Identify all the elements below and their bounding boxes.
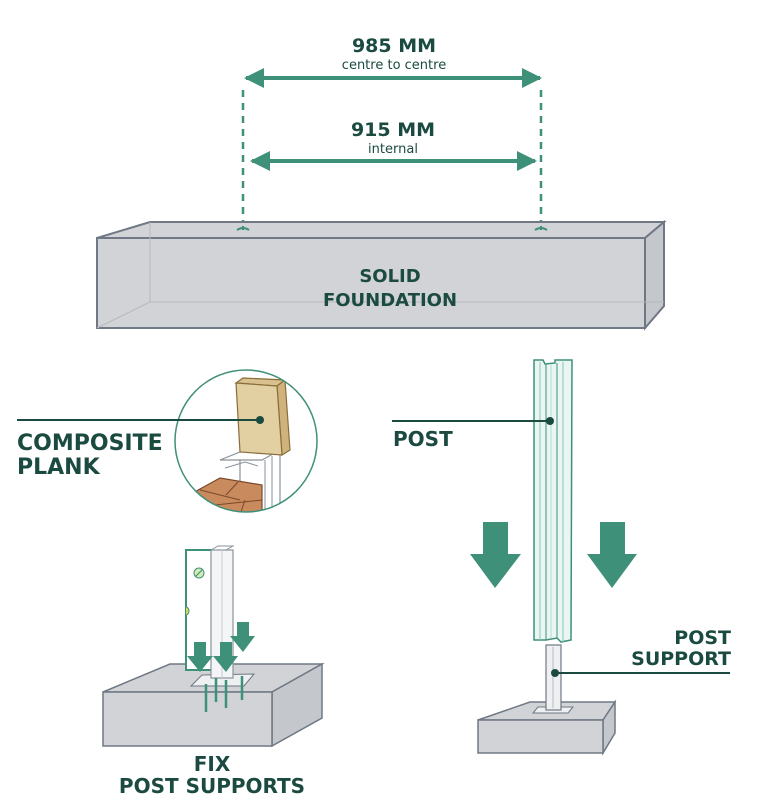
inner-dimension-caption: internal: [368, 142, 418, 157]
post: [533, 359, 573, 643]
post-support-assembly: [477, 644, 617, 756]
down-arrow-icon: [587, 522, 637, 588]
down-arrow-icon: [187, 642, 213, 672]
fix-post-supports-label-line1: FIX: [194, 752, 231, 776]
composite-plank-label-line1: COMPOSITE: [17, 431, 163, 456]
composite-plank-pointer-dot: [256, 416, 264, 424]
solid-foundation: SOLID FOUNDATION: [96, 219, 667, 331]
fix-post-supports-illustration: [102, 545, 325, 748]
outer-dimension-value: 985 MM: [352, 35, 436, 57]
foundation-label-line1: SOLID: [359, 266, 420, 287]
composite-plank-detail: [174, 369, 318, 513]
fix-post-supports-label-line2: POST SUPPORTS: [119, 774, 305, 798]
composite-plank-label-line2: PLANK: [17, 455, 101, 480]
outer-dimension-caption: centre to centre: [342, 58, 446, 73]
post-pointer-dot: [546, 417, 554, 425]
outer-dimension: 985 MM centre to centre: [244, 35, 542, 88]
post-support-pointer-dot: [551, 669, 559, 677]
post-support-label-line2: SUPPORT: [631, 648, 731, 670]
post-support-label-line1: POST: [674, 627, 731, 649]
down-arrow-icon: [230, 622, 255, 652]
inner-dimension-value: 915 MM: [351, 119, 435, 141]
concrete-block: [102, 691, 273, 747]
down-arrow-icon: [213, 642, 238, 672]
foundation-label-line2: FOUNDATION: [323, 290, 457, 311]
post-label: POST: [393, 427, 453, 451]
down-arrow-icon: [470, 522, 521, 588]
screws: [204, 676, 244, 712]
inner-dimension: 915 MM internal: [250, 119, 537, 171]
concrete-block: [477, 719, 604, 754]
